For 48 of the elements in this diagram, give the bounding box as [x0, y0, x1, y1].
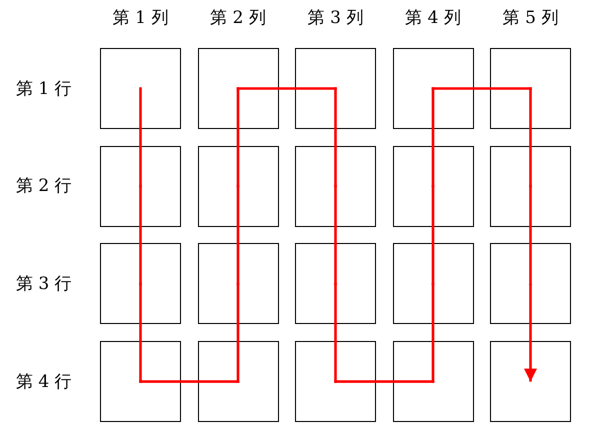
- path-line: [236, 282, 240, 383]
- grid-cell: [295, 146, 376, 227]
- grid-cell: [490, 48, 571, 129]
- path-line: [236, 184, 240, 286]
- grid-cell: [295, 243, 376, 324]
- path-line: [432, 184, 434, 286]
- grid-cell: [392, 243, 474, 324]
- grid-cell: [100, 48, 181, 129]
- path-line: [236, 87, 240, 188]
- column-header: 第 3 列: [308, 8, 364, 28]
- path-line: [529, 87, 532, 188]
- grid-cell: [392, 48, 474, 129]
- path-line: [139, 380, 240, 383]
- grid-cell: [490, 243, 571, 324]
- grid-cell: [198, 341, 278, 422]
- grid-cell: [295, 48, 376, 129]
- grid-cell: [490, 341, 571, 422]
- column-header: 第 1 列: [112, 8, 168, 28]
- path-line: [236, 87, 337, 90]
- path-line: [139, 282, 142, 383]
- grid-cell: [392, 341, 474, 422]
- grid-cell: [392, 146, 474, 227]
- grid-cell: [198, 243, 278, 324]
- row-header: 第 3 行: [16, 274, 72, 294]
- path-line: [529, 184, 532, 286]
- grid-cell: [100, 341, 181, 422]
- grid-cell: [198, 146, 278, 227]
- path-line: [432, 87, 532, 90]
- path-line: [139, 87, 142, 188]
- path-line: [432, 87, 434, 188]
- arrow: [524, 284, 537, 382]
- column-header: 第 2 列: [210, 8, 266, 28]
- grid-cell: [295, 341, 376, 422]
- path-line: [334, 87, 337, 188]
- row-header: 第 2 行: [16, 176, 72, 196]
- column-header: 第 4 列: [405, 8, 461, 28]
- row-header: 第 4 行: [16, 372, 72, 392]
- grid-cell: [100, 243, 181, 324]
- path-line: [139, 184, 142, 286]
- row-header: 第 1 行: [16, 78, 72, 98]
- column-header: 第 5 列: [502, 8, 558, 28]
- path-line: [334, 380, 434, 383]
- grid-cell: [490, 146, 571, 227]
- grid-cell: [198, 48, 278, 129]
- path-line: [432, 282, 434, 383]
- path-line: [334, 282, 337, 383]
- path-line: [334, 184, 337, 286]
- grid-cell: [100, 146, 181, 227]
